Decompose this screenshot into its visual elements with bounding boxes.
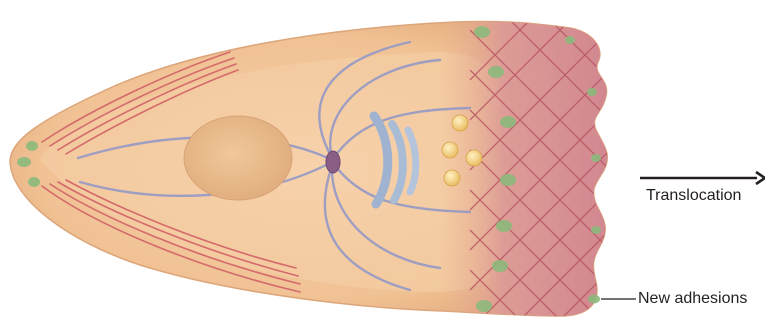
adhesion	[588, 295, 600, 304]
vesicle	[442, 142, 458, 158]
centrosome	[326, 151, 340, 173]
vesicle	[444, 170, 460, 186]
adhesion	[591, 226, 601, 234]
adhesion	[488, 66, 504, 78]
vesicle	[466, 150, 482, 166]
adhesion	[500, 116, 516, 128]
adhesion	[587, 88, 597, 96]
adhesion	[496, 220, 512, 232]
vesicle	[452, 115, 468, 131]
adhesion	[591, 154, 601, 162]
translocation-arrow	[640, 172, 765, 184]
nucleus	[184, 116, 292, 200]
adhesion	[565, 36, 575, 44]
new-adhesions-label: New adhesions	[638, 291, 747, 307]
translocation-label: Translocation	[646, 188, 741, 204]
adhesion	[17, 157, 31, 167]
adhesion	[476, 300, 492, 312]
adhesion	[474, 26, 490, 38]
adhesion	[26, 141, 38, 151]
adhesion	[492, 260, 508, 272]
adhesion	[28, 177, 40, 187]
adhesion	[500, 174, 516, 186]
